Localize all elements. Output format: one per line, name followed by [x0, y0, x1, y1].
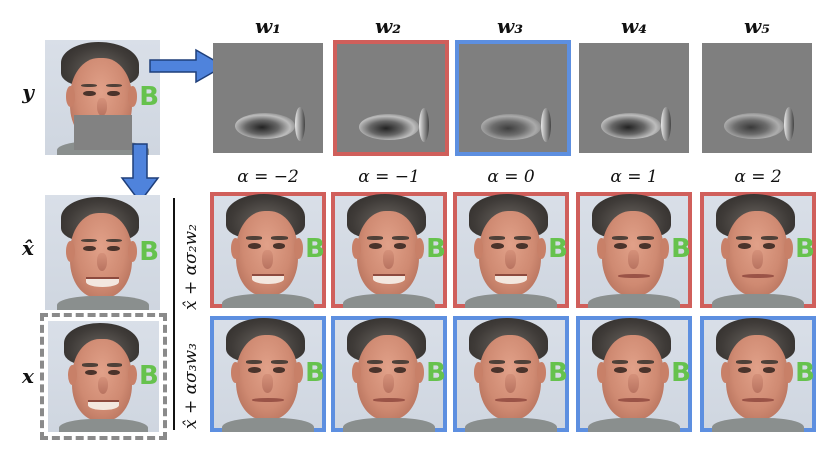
weight-label-2: w₂ — [375, 14, 401, 38]
arrow-down-icon — [120, 143, 160, 204]
weight-label-3: w₃ — [497, 14, 523, 38]
weight-map-3 — [455, 40, 571, 156]
ground-truth-face-x: B — [48, 321, 159, 432]
alpha-label-5: α = 2 — [734, 167, 782, 187]
label-x-hat: x̂ — [22, 236, 34, 260]
variation-w2-alpha-m2: B — [210, 192, 326, 308]
weight-map-4 — [579, 43, 689, 153]
alpha-label-2: α = −1 — [358, 167, 420, 187]
variation-w3-alpha-m2: B — [210, 316, 326, 432]
weight-label-4: w₄ — [621, 14, 647, 38]
row-label-w3: x̂ + ασ₃w₃ — [181, 343, 201, 429]
label-x: x — [22, 364, 34, 388]
alpha-label-1: α = −2 — [237, 167, 299, 187]
variation-w3-alpha-m1: B — [331, 316, 447, 432]
reconstruction-face-x-hat: B — [45, 195, 160, 310]
variation-w2-alpha-p1: B — [576, 192, 692, 308]
alpha-label-3: α = 0 — [487, 167, 535, 187]
vertical-divider — [173, 198, 175, 430]
variation-w2-alpha-0: B — [453, 192, 569, 308]
variation-w3-alpha-p2: B — [700, 316, 816, 432]
mask-region — [73, 114, 133, 151]
weight-map-1 — [213, 43, 323, 153]
input-face-y: B — [45, 40, 160, 155]
weight-map-2 — [333, 40, 449, 156]
weight-label-5: w₅ — [744, 14, 770, 38]
row-label-w2: x̂ + ασ₂w₂ — [181, 224, 201, 310]
weight-label-1: w₁ — [255, 14, 281, 38]
weight-map-5 — [702, 43, 812, 153]
variation-w3-alpha-p1: B — [576, 316, 692, 432]
arrow-right-icon — [149, 48, 226, 84]
variation-w2-alpha-m1: B — [331, 192, 447, 308]
ground-truth-dashed-frame: B — [40, 313, 167, 440]
label-y: y — [22, 80, 34, 104]
variation-w2-alpha-p2: B — [700, 192, 816, 308]
variation-w3-alpha-0: B — [453, 316, 569, 432]
alpha-label-4: α = 1 — [610, 167, 658, 187]
